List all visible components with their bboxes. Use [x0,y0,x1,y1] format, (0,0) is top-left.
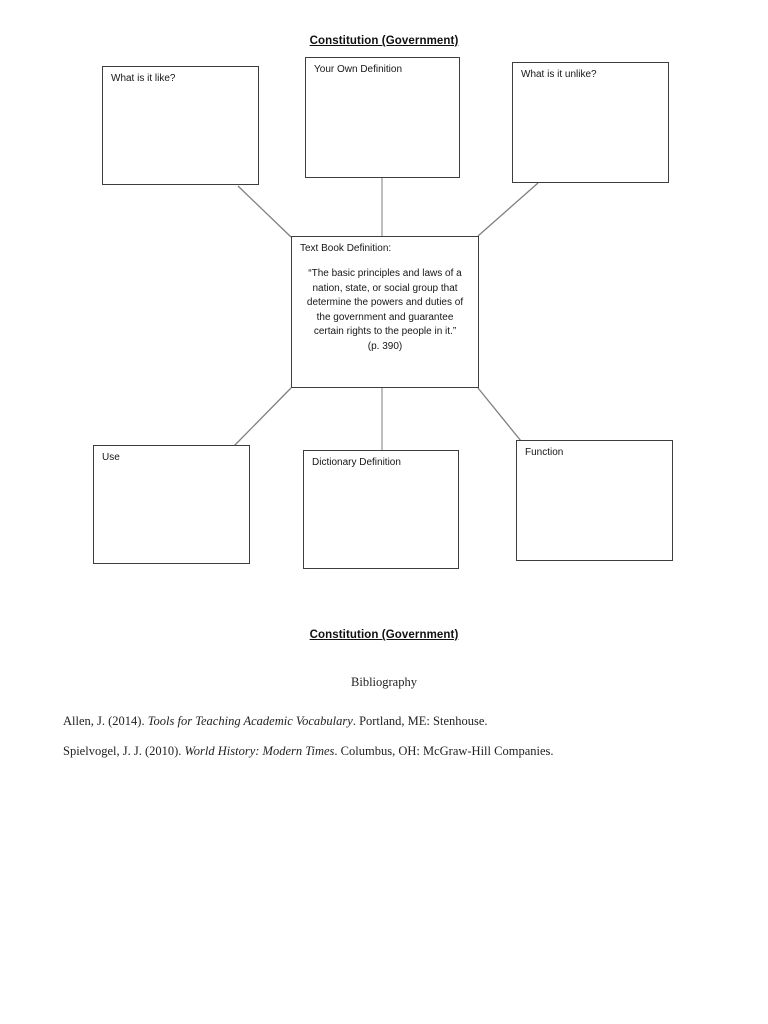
bibliography-entry-author: Allen, J. (2014). [63,713,148,728]
box-your-own-definition-label: Your Own Definition [314,64,403,75]
quote-line: “The basic principles and laws of a [308,268,462,279]
box-dictionary-definition: Dictionary Definition [303,450,459,569]
connector-bottom-right-line [477,387,522,442]
box-function-label: Function [525,447,564,458]
page-title: Constitution (Government) [309,35,459,47]
bibliography-entry: Allen, J. (2014). Tools for Teaching Aca… [63,714,488,729]
box-function: Function [516,440,673,561]
bibliography-heading: Bibliography [351,675,417,689]
quote-line: certain rights to the people in it.” [313,326,457,338]
bibliography-entry-publisher: . Portland, ME: Stenhouse. [352,713,488,728]
box-your-own-definition: Your Own Definition [305,57,460,178]
box-use-label: Use [102,452,120,463]
box-textbook-definition: Text Book Definition: “The basic princip… [291,236,479,388]
quote-line: nation, state, or social group that [312,282,458,294]
quote-line: determine the powers and duties of [306,297,464,309]
box-what-is-it-like-label: What is it like? [111,73,176,84]
connector-bottom-left-line [233,387,292,447]
bibliography-entry-book-title: World History: Modern Times [184,743,335,758]
box-textbook-definition-label: Text Book Definition: [300,243,392,254]
textbook-definition-quote: “The basic principles and laws of a nati… [300,267,470,355]
box-use: Use [93,445,250,564]
box-what-is-it-unlike: What is it unlike? [512,62,669,183]
quote-line: the government and guarantee [316,311,454,323]
bibliography-entry-publisher: . Columbus, OH: McGraw-Hill Companies. [334,743,554,758]
box-dictionary-definition-label: Dictionary Definition [312,457,401,468]
bibliography-entry: Spielvogel, J. J. (2010). World History:… [63,744,554,759]
connector-top-right-line [477,182,539,237]
quote-page-reference: (p. 390) [367,340,403,352]
box-what-is-it-unlike-label: What is it unlike? [521,69,597,80]
page-title-bottom: Constitution (Government) [309,629,459,641]
bibliography-entry-book-title: Tools for Teaching Academic Vocabulary [147,713,353,728]
bibliography-entry-author: Spielvogel, J. J. (2010). [63,743,185,758]
connector-top-left-line [237,185,292,238]
box-what-is-it-like: What is it like? [102,66,259,185]
